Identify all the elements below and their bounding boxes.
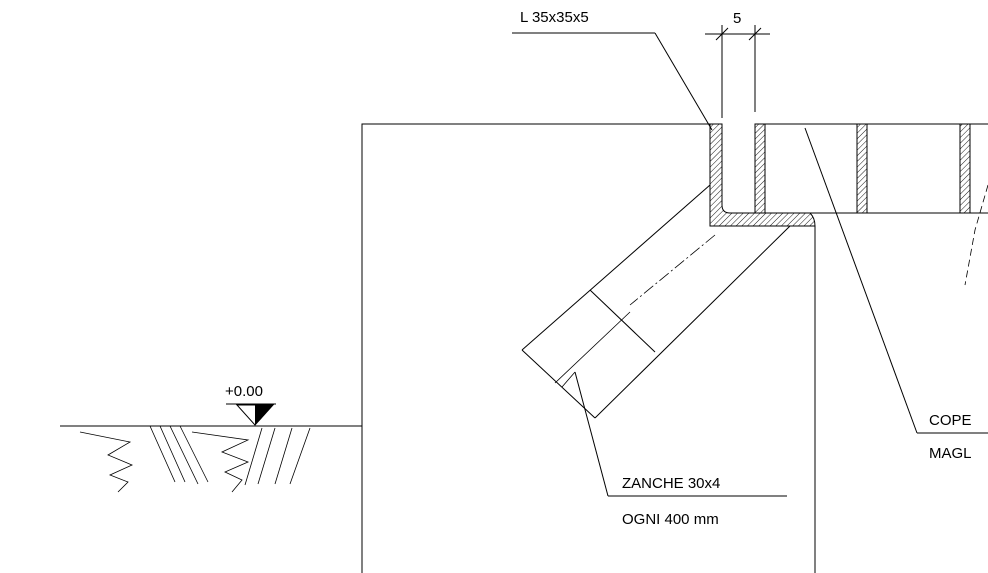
concrete-block bbox=[361, 123, 712, 573]
anchors-label-1: ZANCHE 30x4 bbox=[622, 475, 720, 492]
cover-label-2: MAGL bbox=[929, 445, 972, 462]
level-label: +0.00 bbox=[225, 383, 263, 400]
cover-label-1: COPE bbox=[929, 412, 972, 429]
dimension-gap: 5 bbox=[705, 10, 770, 118]
angle-leader: L 35x35x5 bbox=[512, 9, 713, 131]
grating-bar-2 bbox=[856, 123, 868, 214]
grating-break-line bbox=[964, 184, 988, 286]
dimension-label: 5 bbox=[733, 10, 741, 27]
anchor-strap bbox=[521, 184, 791, 419]
angle-profile-label: L 35x35x5 bbox=[520, 9, 589, 26]
grating-bar-3 bbox=[959, 123, 971, 214]
grating-bar-1 bbox=[754, 123, 766, 214]
anchors-label-2: OGNI 400 mm bbox=[622, 511, 719, 528]
anchors-leader: ZANCHE 30x4 OGNI 400 mm bbox=[574, 371, 787, 528]
soil-hatch bbox=[79, 425, 311, 493]
cover-leader: COPE MAGL bbox=[804, 127, 988, 462]
level-marker: +0.00 bbox=[225, 383, 276, 426]
